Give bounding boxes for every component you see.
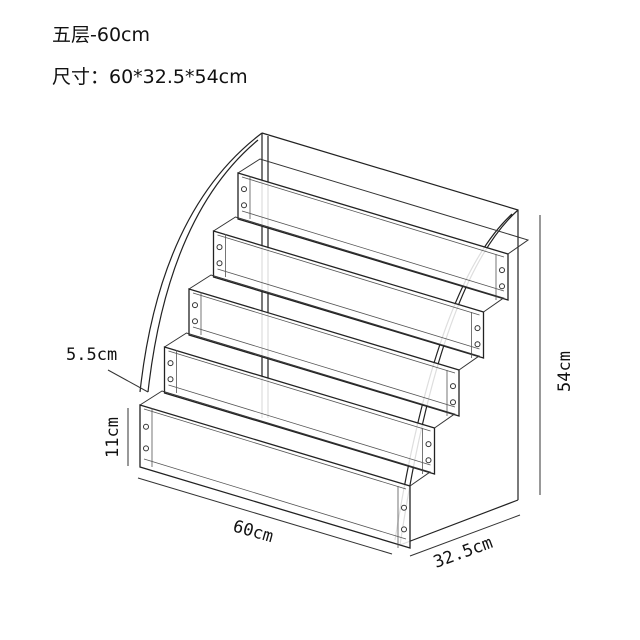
- screw-icon: [425, 457, 432, 464]
- screw-icon: [241, 202, 247, 209]
- shelf-tier-top: [213, 216, 505, 313]
- screw-icon: [143, 423, 149, 430]
- screw-icon: [216, 260, 223, 267]
- shelf-tier-front: [188, 288, 460, 417]
- shelf-tier-inner-edges: [143, 408, 407, 548]
- width-label: 60cm: [231, 517, 276, 548]
- shelf-tier-front: [139, 404, 411, 549]
- shelf-tier-top: [188, 274, 481, 371]
- size-label: 尺寸：60*32.5*54cm: [52, 66, 248, 88]
- shelf-tier-front: [163, 346, 436, 475]
- shelf-tiers: [139, 158, 530, 549]
- shelf-tier-inner-edges: [217, 234, 480, 358]
- screw-icon: [450, 399, 456, 406]
- side-panel: [139, 132, 263, 393]
- screw-icon: [499, 283, 505, 290]
- screw-icon: [401, 504, 407, 511]
- screw-icon: [401, 526, 407, 533]
- shelf-tier-inner-edges: [241, 176, 505, 300]
- screw-icon: [167, 376, 174, 383]
- shelf-tier-front: [237, 172, 509, 301]
- shelf-tier-top: [139, 390, 432, 487]
- product-title: 五层-60cm: [52, 24, 150, 46]
- height-label: 54cm: [555, 351, 575, 392]
- shelf-tier-top: [164, 332, 456, 429]
- screw-icon: [450, 383, 456, 390]
- base-edge: [399, 499, 519, 546]
- screw-icon: [474, 325, 481, 332]
- screw-icon: [167, 360, 174, 367]
- dimension-lines: [107, 215, 541, 557]
- screw-icon: [192, 302, 198, 309]
- screw-icon: [143, 445, 149, 452]
- screw-icon: [216, 244, 223, 251]
- screw-icon: [241, 186, 247, 193]
- screw-icon: [425, 441, 432, 448]
- shelf-height-label: 11cm: [103, 417, 123, 458]
- depth-label: 32.5cm: [431, 533, 496, 573]
- shelf-tier-front: [212, 230, 485, 359]
- shelf-tier-top: [237, 158, 530, 255]
- screw-icon: [192, 318, 198, 325]
- screw-icon: [499, 267, 505, 274]
- screw-icon: [474, 341, 481, 348]
- shelf-tier-inner-edges: [168, 350, 431, 474]
- shelf-tier-inner-edges: [192, 292, 456, 416]
- shelf-depth-label: 5.5cm: [66, 345, 117, 365]
